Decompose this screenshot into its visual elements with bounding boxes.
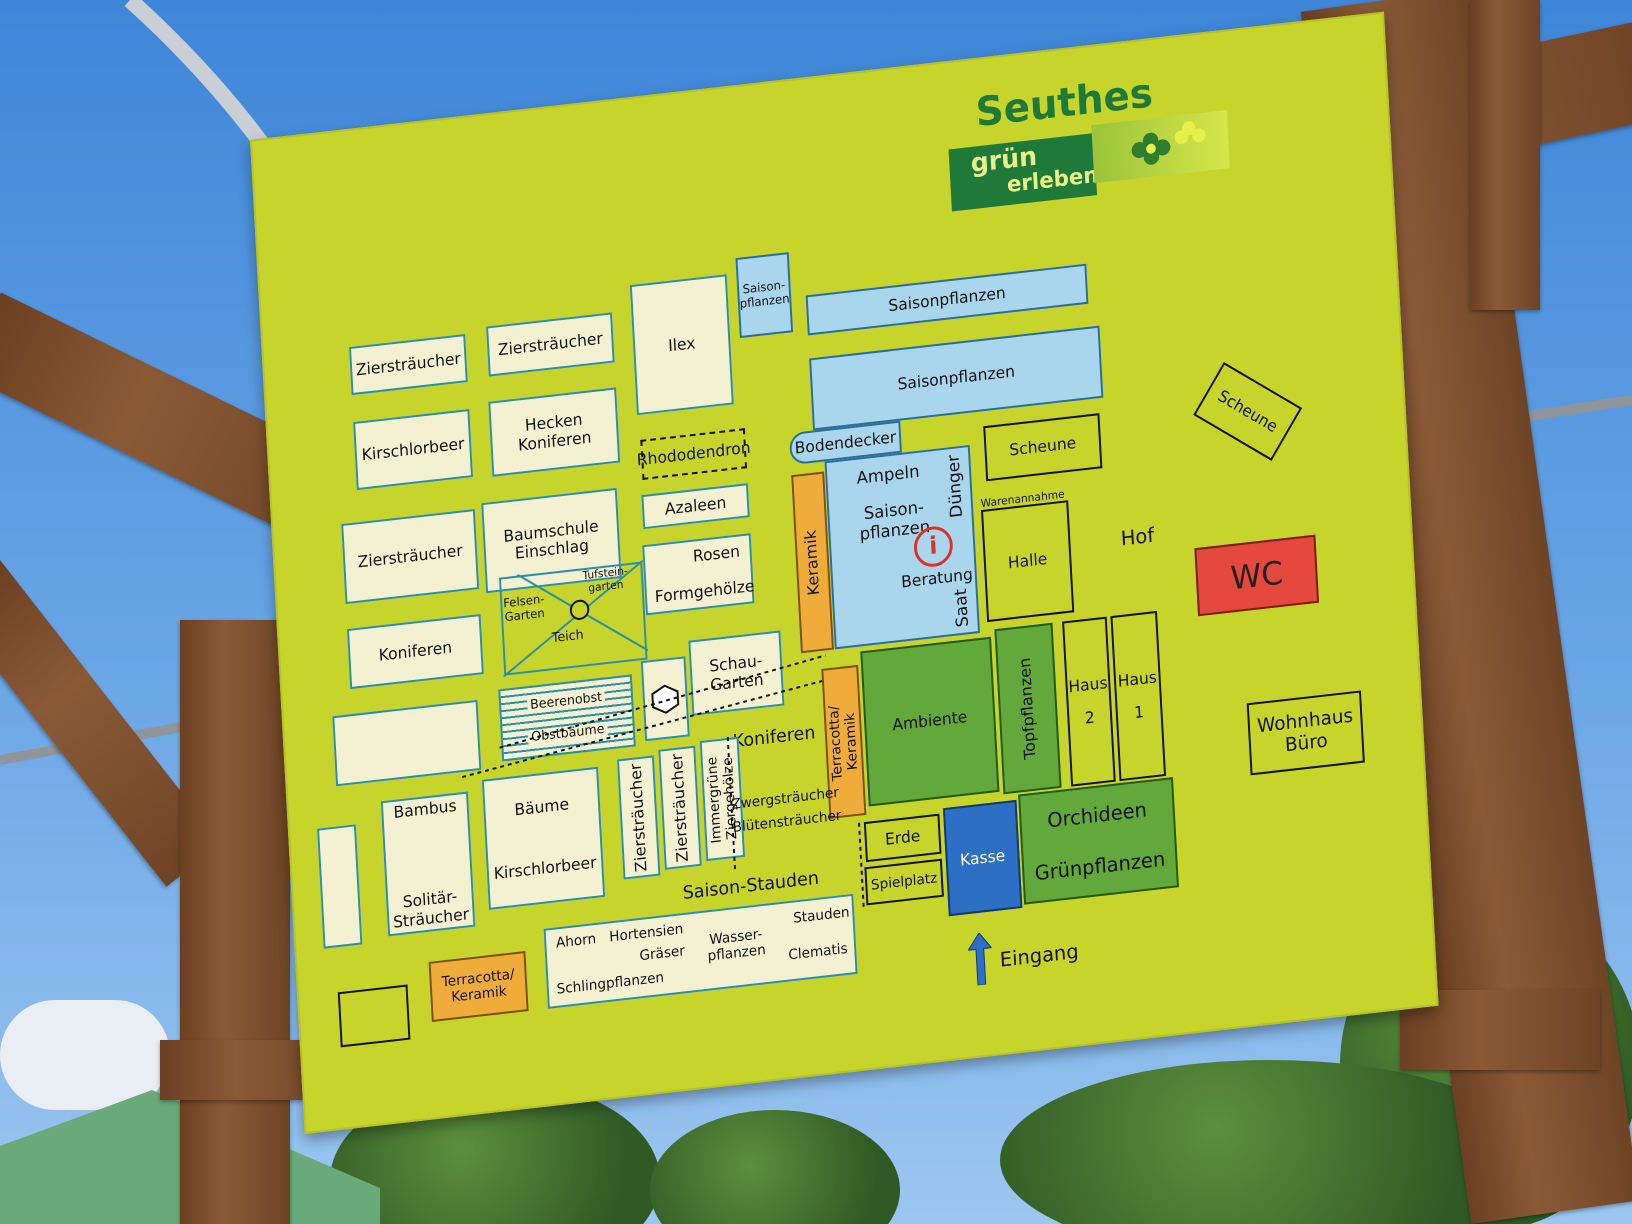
background-hedge-bottom [1000,1060,1540,1224]
zone-hexagon [640,656,690,742]
garden-diagonal-lines [498,560,649,677]
flower-icon [1091,109,1230,184]
cloud [0,1000,170,1110]
hexagon-icon [651,684,680,714]
wooden-post-right-upper [1470,0,1540,310]
entrance-arrow-icon [967,932,993,987]
dotted-paths [462,654,865,908]
wooden-post-left [180,620,290,1224]
garden-center-map-sign: Seuthes grün erleben Ziersträucher Kirsc… [250,11,1439,1134]
